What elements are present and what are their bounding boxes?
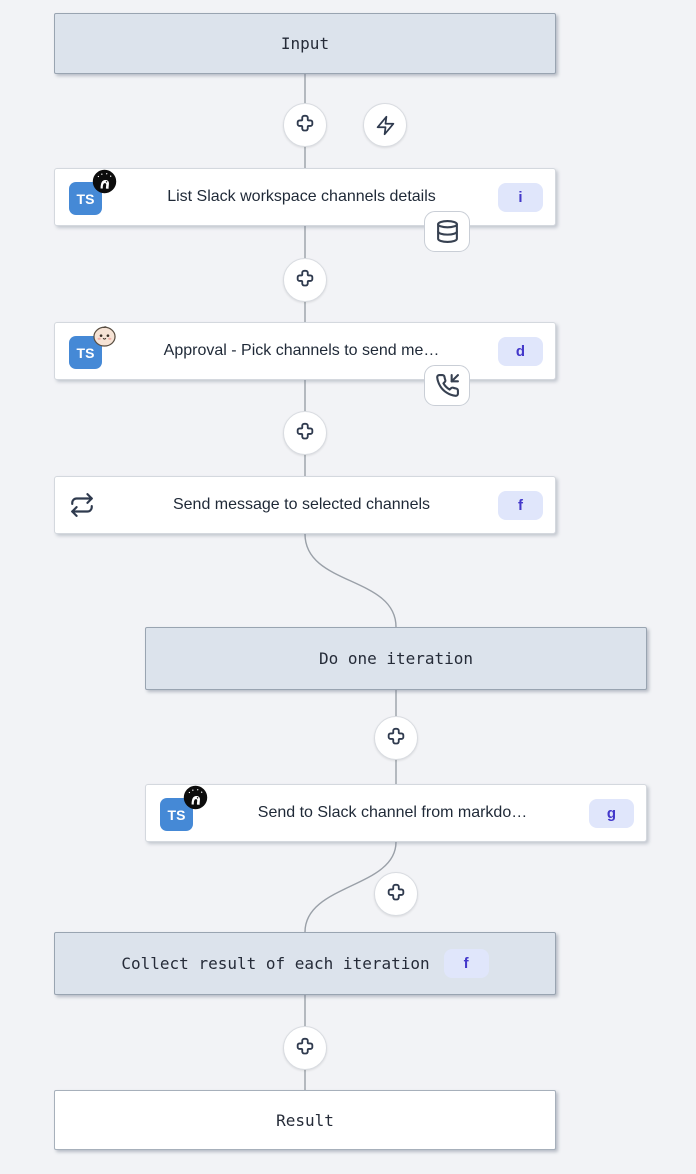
flow-result-label: Result: [276, 1110, 334, 1130]
step-id-badge: f: [443, 949, 489, 978]
step-title: Send message to selected channels: [172, 496, 431, 513]
add-trigger-button[interactable]: [363, 103, 407, 147]
step-title: Send to Slack channel from markdo…: [257, 804, 528, 821]
deno-logo-icon: [183, 785, 208, 810]
plus-cross-icon: [296, 269, 314, 287]
plus-cross-icon: [296, 1037, 314, 1055]
flow-step-node-forloop[interactable]: Send message to selected channels f: [54, 476, 556, 534]
suspend-indicator-button[interactable]: [424, 365, 470, 406]
flow-input-node[interactable]: Input: [54, 13, 556, 74]
loop-iteration-label: Do one iteration: [318, 649, 474, 668]
plus-cross-icon: [387, 883, 405, 901]
collect-result-node[interactable]: Collect result of each iteration f: [54, 932, 556, 995]
flow-input-label: Input: [280, 34, 330, 53]
language-chip: TS: [69, 169, 117, 217]
plus-cross-icon: [387, 727, 405, 745]
loop-iteration-header[interactable]: Do one iteration: [145, 627, 647, 690]
bun-logo-icon: [93, 326, 116, 347]
add-step-button[interactable]: [374, 716, 418, 760]
step-id-badge: f: [498, 490, 543, 520]
step-id-badge: g: [589, 798, 634, 828]
zap-icon: [376, 115, 394, 135]
step-id-badge: i: [498, 182, 543, 212]
flow-step-node-send-to-slack[interactable]: TS Send to Slack channel from markdo… g: [145, 784, 647, 842]
plus-cross-icon: [296, 422, 314, 440]
edge-node3-to-iteration: [304, 533, 397, 628]
add-step-button[interactable]: [374, 872, 418, 916]
collect-result-label: Collect result of each iteration: [121, 954, 430, 973]
add-step-button[interactable]: [283, 103, 327, 147]
add-step-button[interactable]: [283, 258, 327, 302]
phone-incoming-icon: [435, 374, 459, 397]
flow-step-node-list-channels[interactable]: TS List Slack workspace channels details…: [54, 168, 556, 226]
step-title: List Slack workspace channels details: [167, 188, 436, 205]
edge-node4-to-collect: [304, 841, 397, 933]
step-title: Approval - Pick channels to send me…: [163, 342, 440, 359]
language-chip: TS: [69, 326, 116, 371]
flow-result-node[interactable]: Result: [54, 1090, 556, 1150]
add-step-button[interactable]: [283, 411, 327, 455]
step-id-badge: d: [498, 336, 543, 366]
flow-step-node-approval[interactable]: TS Approval - Pick channels to send me… …: [54, 322, 556, 380]
database-icon: [436, 220, 458, 243]
deno-logo-icon: [92, 169, 117, 194]
add-step-button[interactable]: [283, 1026, 327, 1070]
plus-cross-icon: [296, 114, 314, 132]
repeat-loop-icon: [71, 493, 93, 517]
language-chip: TS: [160, 785, 208, 833]
cache-indicator-button[interactable]: [424, 211, 470, 252]
